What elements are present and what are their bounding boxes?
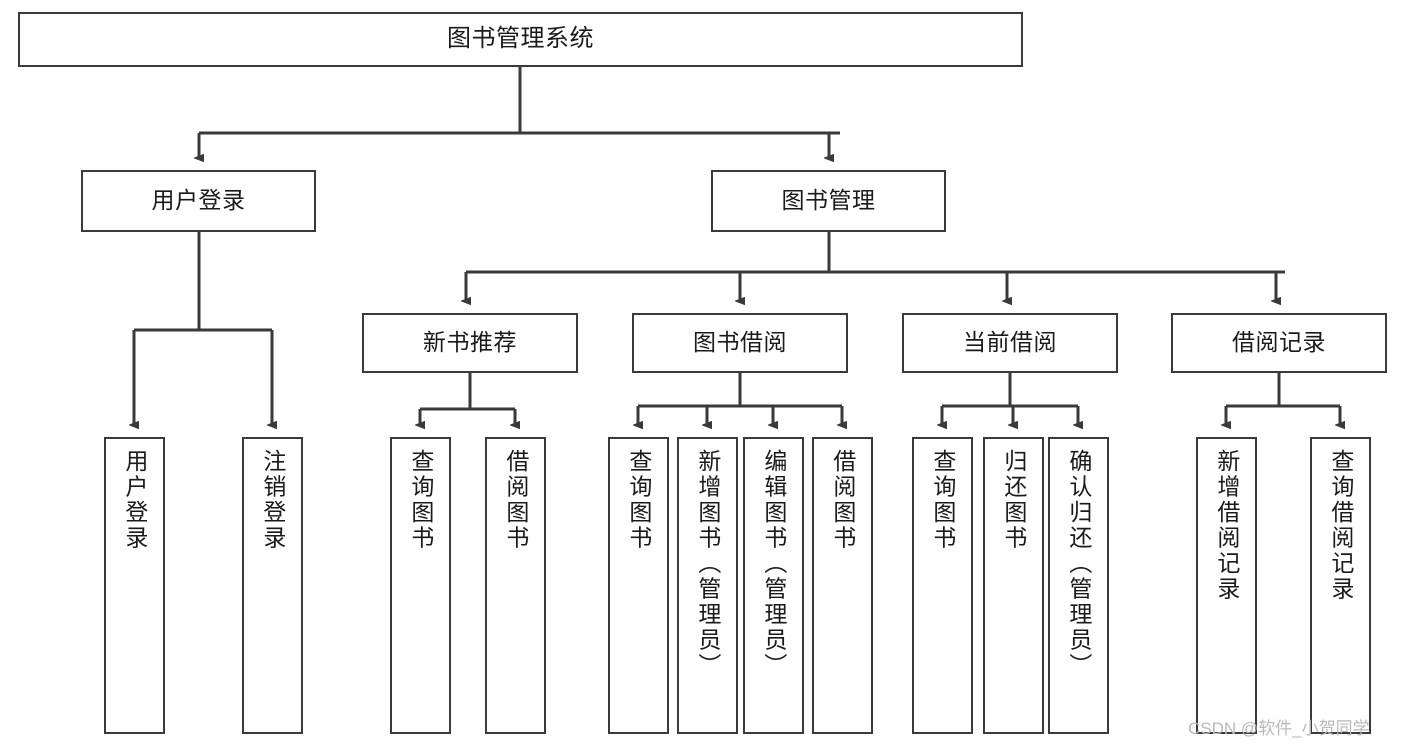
node-book-management[interactable]: 图书管理 bbox=[711, 170, 946, 232]
node-leaf-query-book-3[interactable]: 查询图书 bbox=[912, 437, 973, 734]
node-label: 新增图书（管理员） bbox=[694, 449, 721, 679]
node-leaf-query-book-2[interactable]: 查询图书 bbox=[608, 437, 669, 734]
node-label: 借阅图书 bbox=[502, 449, 529, 551]
node-label: 用户登录 bbox=[121, 449, 148, 551]
node-leaf-borrow-book-1[interactable]: 借阅图书 bbox=[485, 437, 546, 734]
node-label: 用户登录 bbox=[151, 187, 246, 214]
node-label: 查询图书 bbox=[407, 449, 434, 551]
node-book-borrow[interactable]: 图书借阅 bbox=[632, 313, 848, 373]
node-label: 当前借阅 bbox=[963, 329, 1057, 356]
node-label: 确认归还（管理员） bbox=[1065, 449, 1092, 679]
node-label: 编辑图书（管理员） bbox=[760, 449, 787, 679]
node-label: 查询图书 bbox=[929, 449, 956, 551]
node-leaf-add-book[interactable]: 新增图书（管理员） bbox=[677, 437, 738, 734]
node-label: 新书推荐 bbox=[423, 329, 517, 356]
node-label: 借阅图书 bbox=[829, 449, 856, 551]
node-borrow-record[interactable]: 借阅记录 bbox=[1171, 313, 1387, 373]
watermark-text: CSDN @软件_小贺同学 bbox=[1188, 719, 1370, 738]
node-leaf-add-record[interactable]: 新增借阅记录 bbox=[1196, 437, 1257, 734]
node-leaf-borrow-book-2[interactable]: 借阅图书 bbox=[812, 437, 873, 734]
node-label: 图书管理系统 bbox=[447, 25, 594, 53]
node-label: 查询借阅记录 bbox=[1327, 449, 1354, 602]
node-label: 新增借阅记录 bbox=[1213, 449, 1240, 602]
node-leaf-user-login[interactable]: 用户登录 bbox=[104, 437, 165, 734]
node-leaf-query-book-1[interactable]: 查询图书 bbox=[390, 437, 451, 734]
node-label: 查询图书 bbox=[625, 449, 652, 551]
node-current-borrow[interactable]: 当前借阅 bbox=[902, 313, 1118, 373]
node-new-book-recommend[interactable]: 新书推荐 bbox=[362, 313, 578, 373]
node-leaf-query-record[interactable]: 查询借阅记录 bbox=[1310, 437, 1371, 734]
node-leaf-confirm-return[interactable]: 确认归还（管理员） bbox=[1048, 437, 1109, 734]
node-label: 借阅记录 bbox=[1232, 329, 1326, 356]
node-label: 归还图书 bbox=[1000, 449, 1027, 551]
node-root-book-management-system[interactable]: 图书管理系统 bbox=[18, 12, 1023, 67]
node-label: 图书管理 bbox=[781, 187, 876, 214]
node-label: 图书借阅 bbox=[693, 329, 787, 356]
node-user-login[interactable]: 用户登录 bbox=[81, 170, 316, 232]
node-leaf-edit-book[interactable]: 编辑图书（管理员） bbox=[743, 437, 804, 734]
node-leaf-logout-login[interactable]: 注销登录 bbox=[242, 437, 303, 734]
node-leaf-return-book[interactable]: 归还图书 bbox=[983, 437, 1044, 734]
node-label: 注销登录 bbox=[259, 449, 286, 551]
